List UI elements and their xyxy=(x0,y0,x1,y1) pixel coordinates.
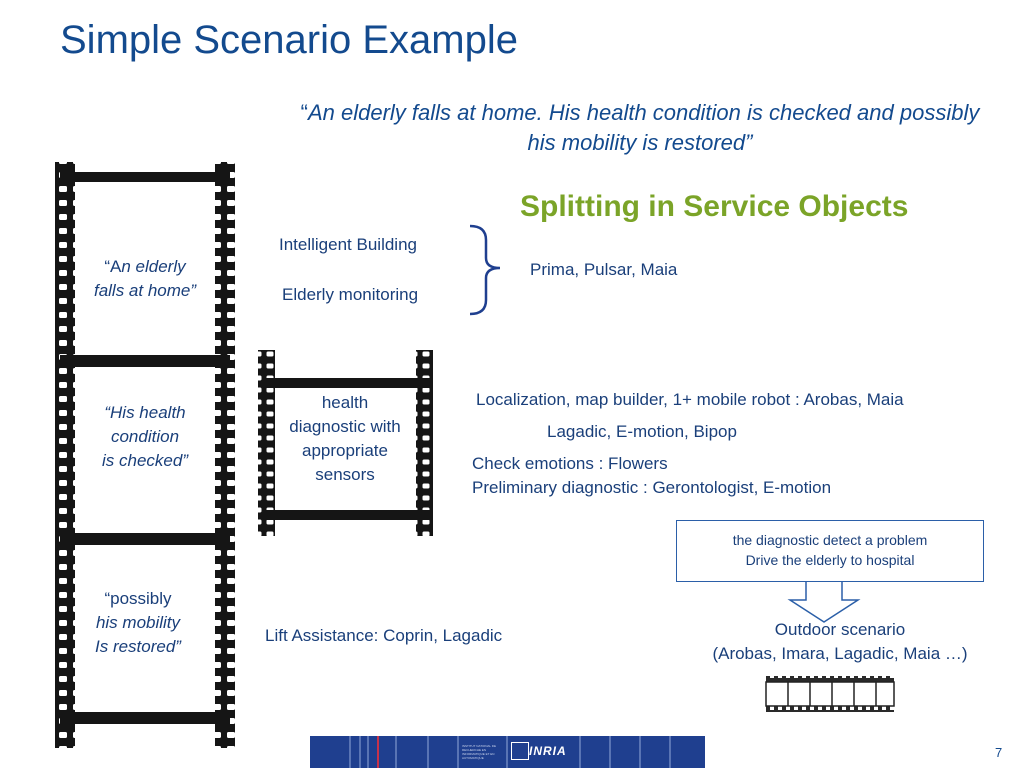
inria-logo: INRIA xyxy=(529,744,567,758)
small-frame-line1: health xyxy=(321,393,369,412)
callout-arrow xyxy=(787,582,861,623)
small-film-strip xyxy=(258,350,433,536)
footer-bar: INSTITUT NATIONAL DE RECHERCHE EN INFORM… xyxy=(310,736,705,768)
frame2-text: “His health condition is checked” xyxy=(75,401,215,473)
frame3-line1: “possibly xyxy=(104,589,172,608)
slide-title: Simple Scenario Example xyxy=(60,18,518,62)
frame2-line2: condition xyxy=(110,427,180,446)
frame3-text: “possibly his mobility Is restored” xyxy=(68,587,208,659)
frame1-text: “An elderly falls at home” xyxy=(75,255,215,303)
frame1-line2: falls at home” xyxy=(93,281,197,300)
callout-line2: Drive the elderly to hospital xyxy=(745,552,915,568)
section-heading: Splitting in Service Objects xyxy=(520,190,909,223)
brace-result-label: Prima, Pulsar, Maia xyxy=(530,260,678,279)
institute-text: INSTITUT NATIONAL DE RECHERCHE EN INFORM… xyxy=(462,744,496,760)
elderly-monitoring-label: Elderly monitoring xyxy=(282,285,419,304)
frame3-line2: his mobility xyxy=(95,613,181,632)
curly-brace xyxy=(469,224,501,316)
outdoor-line2: (Arobas, Imara, Lagadic, Maia …) xyxy=(712,644,968,663)
outdoor-line1: Outdoor scenario xyxy=(774,620,906,639)
small-film-left-perforations xyxy=(258,350,275,536)
outdoor-scenario: Outdoor scenario (Arobas, Imara, Lagadic… xyxy=(680,618,1000,666)
page-number: 7 xyxy=(995,745,1003,760)
frame2-line1: “His health xyxy=(104,403,186,422)
footer-decoration xyxy=(349,736,671,768)
quote-open-mark: “ xyxy=(300,100,308,125)
small-frame-line3: appropriate xyxy=(301,441,388,460)
frame3-line3: Is restored” xyxy=(95,637,181,656)
check-emotions-label: Check emotions : Flowers xyxy=(472,454,668,473)
inria-logo-icon xyxy=(511,742,529,760)
callout-line1: the diagnostic detect a problem xyxy=(732,532,928,548)
small-frame-text: health diagnostic with appropriate senso… xyxy=(270,391,420,487)
mini-horizontal-film xyxy=(765,676,895,712)
lagadic-label: Lagadic, E-motion, Bipop xyxy=(547,422,737,441)
quote-text: An elderly falls at home. His health con… xyxy=(307,100,980,155)
scenario-quote: “An elderly falls at home. His health co… xyxy=(300,98,980,158)
intelligent-building-label: Intelligent Building xyxy=(279,235,417,254)
localization-label: Localization, map builder, 1+ mobile rob… xyxy=(476,390,904,409)
frame1-open: “A xyxy=(104,257,122,276)
film-left-perforations xyxy=(55,162,75,748)
large-film-strip xyxy=(55,162,235,748)
lift-assistance-label: Lift Assistance: Coprin, Lagadic xyxy=(265,626,503,645)
preliminary-diagnostic-label: Preliminary diagnostic : Gerontologist, … xyxy=(472,478,832,497)
frame1-line1: n elderly xyxy=(121,257,186,276)
small-film-right-perforations xyxy=(416,350,433,536)
small-frame-line2: diagnostic with xyxy=(289,417,401,436)
diagnostic-callout: the diagnostic detect a problem Drive th… xyxy=(676,520,984,582)
frame2-line3: is checked” xyxy=(102,451,188,470)
small-frame-line4: sensors xyxy=(315,465,375,484)
film-right-perforations xyxy=(215,162,235,748)
